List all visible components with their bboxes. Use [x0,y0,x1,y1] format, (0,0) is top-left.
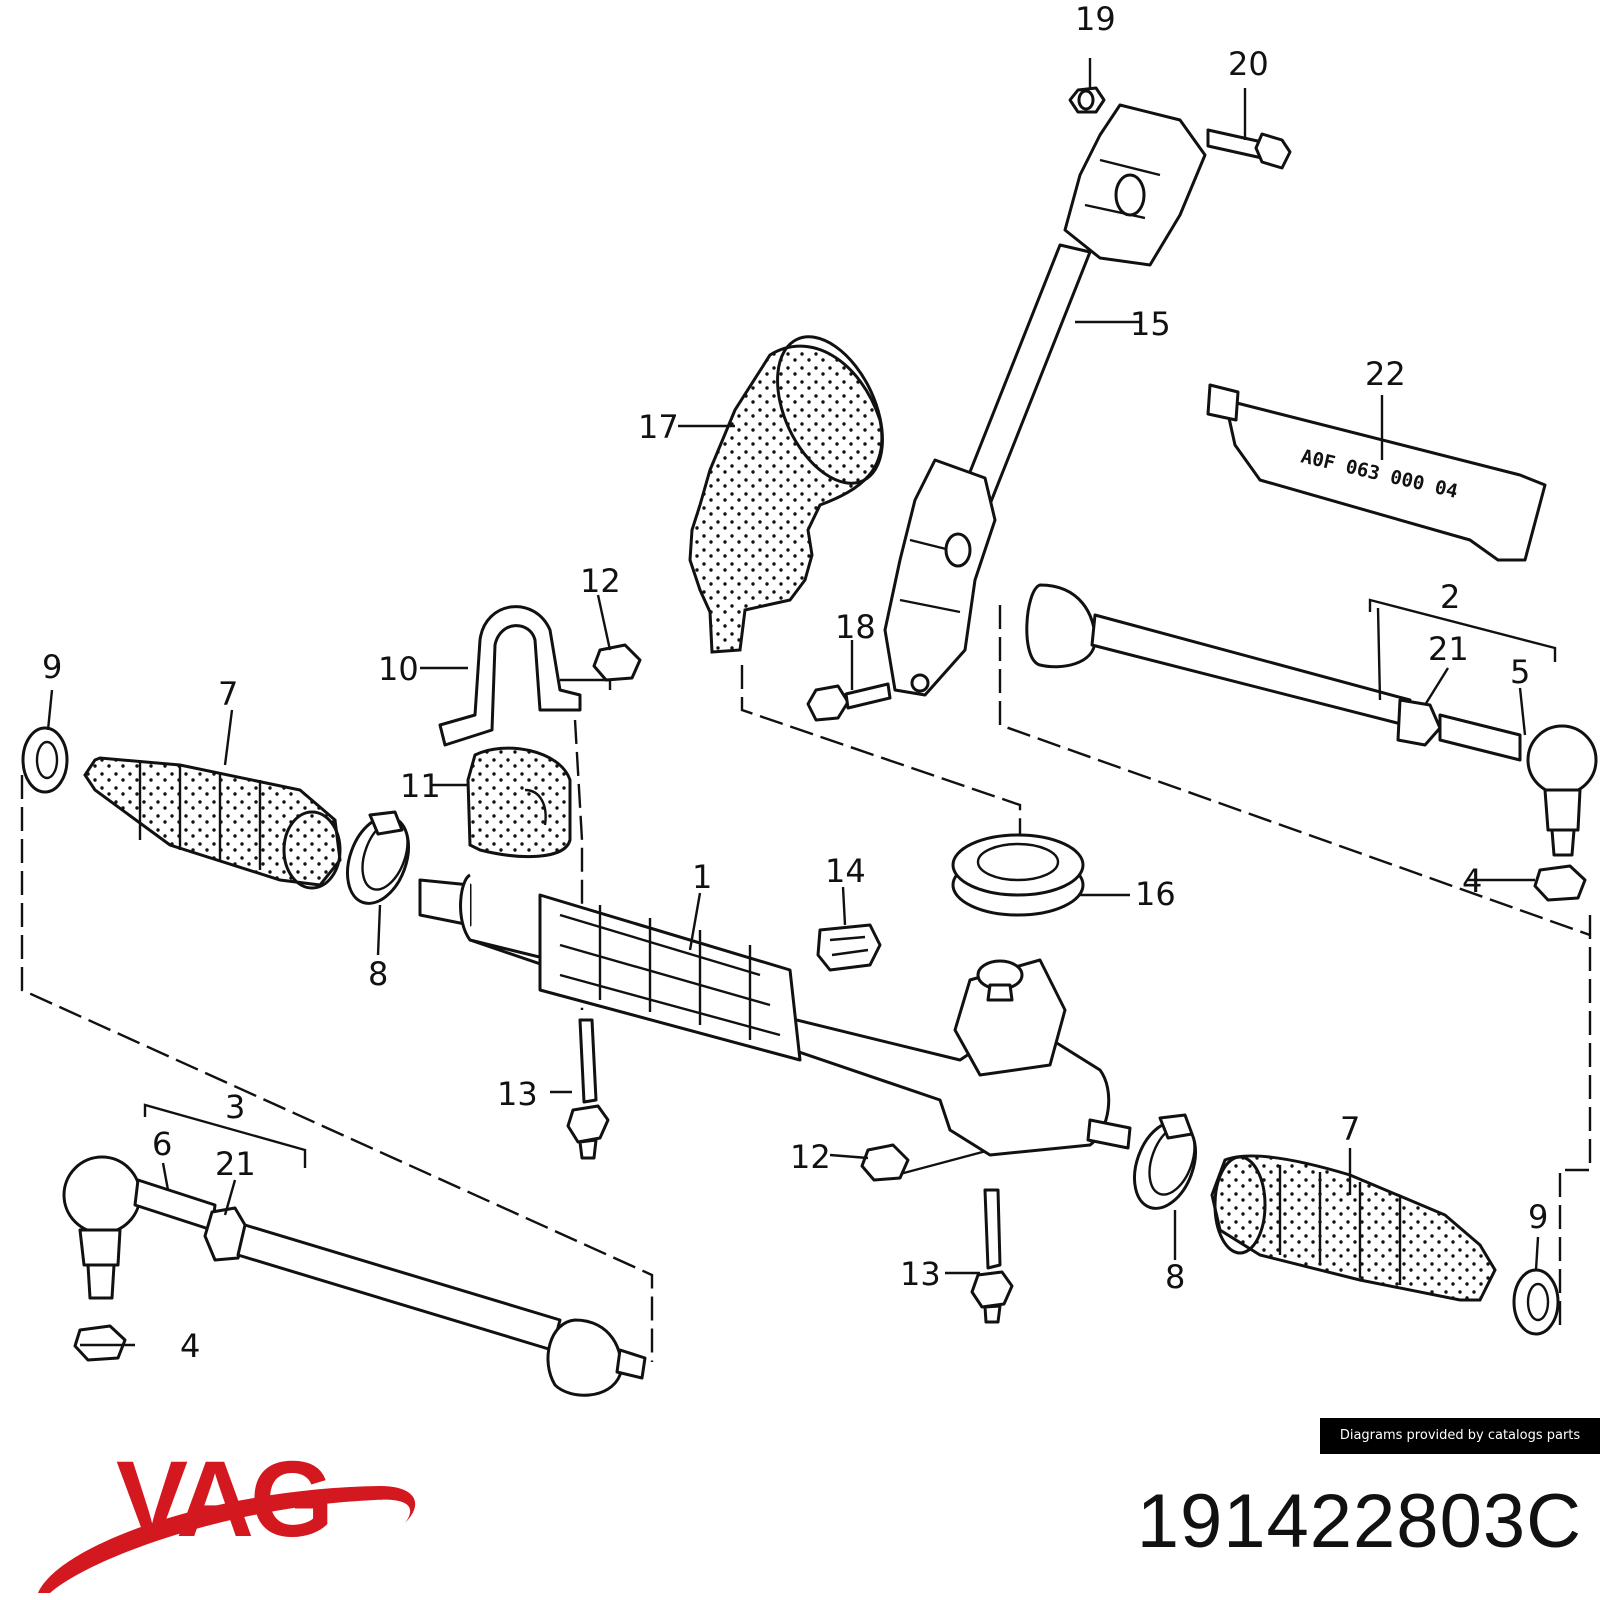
callout-18: 18 [835,608,876,646]
callout-numbers: 19 20 15 22 17 18 12 10 11 7 9 8 1 14 16… [42,0,1548,1365]
leader-lines [46,58,1557,1347]
callout-4-left: 4 [180,1327,200,1365]
bolt-20 [1206,128,1292,170]
nut-4-right [1533,864,1587,902]
nut-12-bottom [860,1143,910,1182]
tie-rod-assembly-3 [62,1155,647,1397]
bellows-7-left [83,756,342,890]
callout-7-right: 7 [1340,1110,1360,1148]
rubber-bush-11 [466,746,572,858]
callout-12-bottom: 12 [790,1138,831,1176]
bolt-18 [806,682,892,722]
callout-13-left: 13 [497,1075,538,1113]
stud-13-right [970,1188,1014,1324]
grease-tube-22: A0F 063 000 04 [1206,383,1547,562]
callout-17: 17 [638,408,679,446]
callout-9-left: 9 [42,648,62,686]
callout-7-left: 7 [218,675,238,713]
callout-8-left: 8 [368,955,388,993]
callout-15: 15 [1130,305,1171,343]
steering-rack-housing-1 [418,873,1132,1157]
bellows-7-right [1210,1154,1497,1302]
callout-4-right: 4 [1462,862,1482,900]
part-number: 191422803C [1136,1479,1582,1564]
callout-2: 2 [1440,578,1460,616]
callout-20: 20 [1228,45,1269,83]
callout-5: 5 [1510,653,1530,691]
clamp-8-left [346,810,410,905]
callout-10: 10 [378,650,419,688]
callout-14: 14 [825,852,866,890]
clip-9-left [21,726,69,794]
callout-19: 19 [1075,0,1116,38]
vag-logo-text: VAG [116,1448,330,1559]
callout-16: 16 [1135,875,1176,913]
nut-19 [1068,86,1106,114]
callout-1: 1 [692,858,712,896]
callout-8-right: 8 [1165,1258,1185,1296]
steering-shaft-15 [883,103,1207,697]
vag-logo: VAG [38,1448,416,1593]
callout-13-right: 13 [900,1255,941,1293]
steering-boot-17 [688,335,884,654]
tie-rod-assembly-2 [1025,583,1598,857]
callout-3: 3 [225,1088,245,1126]
callout-12-top: 12 [580,562,621,600]
diagram-credit-banner: Diagrams provided by catalogs parts [1320,1418,1600,1454]
callout-21-left: 21 [215,1145,256,1183]
callout-11: 11 [400,767,441,805]
seal-16 [951,833,1085,917]
nut-12-top [592,643,642,682]
clip-14 [816,923,882,972]
nut-4-left [73,1324,127,1362]
callout-9-right: 9 [1528,1198,1548,1236]
callout-6: 6 [152,1125,172,1163]
callout-22: 22 [1365,355,1406,393]
clamp-8-right [1133,1113,1197,1210]
bracket-10 [438,605,582,747]
callout-21-right: 21 [1428,630,1469,668]
stud-13-left [566,1018,610,1160]
clip-9-right [1512,1268,1560,1336]
